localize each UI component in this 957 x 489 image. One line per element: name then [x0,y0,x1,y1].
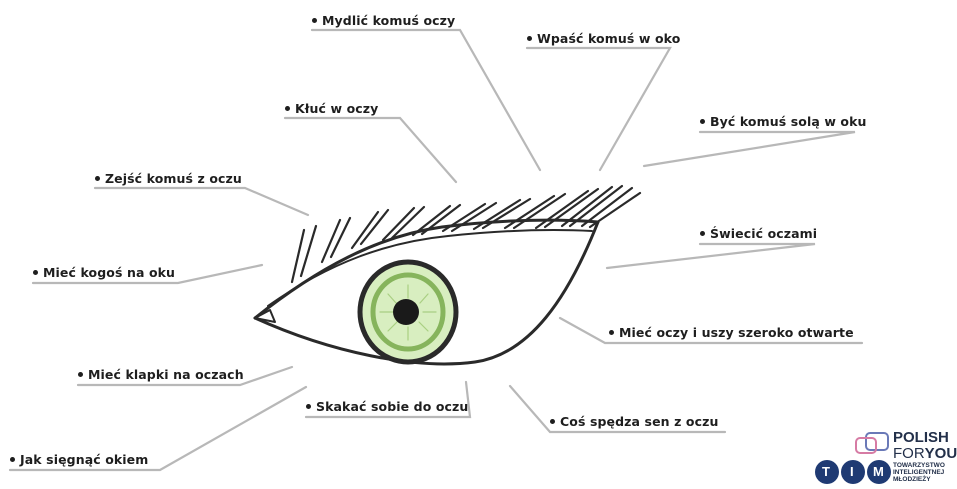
polish-for-you-logo [856,433,888,453]
leader-line-wpasc [527,48,670,170]
idiom-mydlic-label: Mydlić komuś oczy [312,13,455,28]
idiom-kluc-label: Kłuć w oczy [285,101,378,116]
leader-line-zejsc [95,188,308,215]
tim-letter-m: M [873,464,884,479]
idiom-jak-label: Jak sięgnąć okiem [10,452,148,467]
polish-logo-for: FOR [893,445,925,462]
idiom-wpasc-label: Wpaść komuś w oko [527,31,680,46]
leader-line-byc [644,132,855,166]
idiom-klapki-label: Mieć klapki na oczach [78,367,244,382]
idiom-miec-oczy-label: Mieć oczy i uszy szeroko otwarte [609,325,854,340]
polish-logo-line2: FORYOU [893,446,957,462]
idiom-swiecic-label: Świecić oczami [700,226,817,241]
tim-text-line3: MŁODZIEŻY [893,476,931,483]
tim-letter-i: I [850,464,854,479]
idiom-skakac-label: Skakać sobie do oczu [306,399,468,414]
tim-text-line2: INTELIGENTNEJ [893,469,944,476]
polish-logo-you: YOU [925,445,957,462]
pupil [393,299,419,325]
eye-drawing [255,186,640,364]
idiom-zejsc-label: Zejść komuś z oczu [95,171,242,186]
leader-line-swiecic [607,244,815,268]
idiom-cos-label: Coś spędza sen z oczu [550,414,719,429]
idiom-byc-label: Być komuś solą w oku [700,114,867,129]
idiom-miec-kogos-label: Mieć kogoś na oku [33,265,175,280]
tim-letter-t: T [822,464,830,479]
polish-logo-line1: POLISH [893,430,949,446]
leader-line-kluc [285,118,456,182]
tim-text-line1: TOWARZYSTWO [893,462,945,469]
